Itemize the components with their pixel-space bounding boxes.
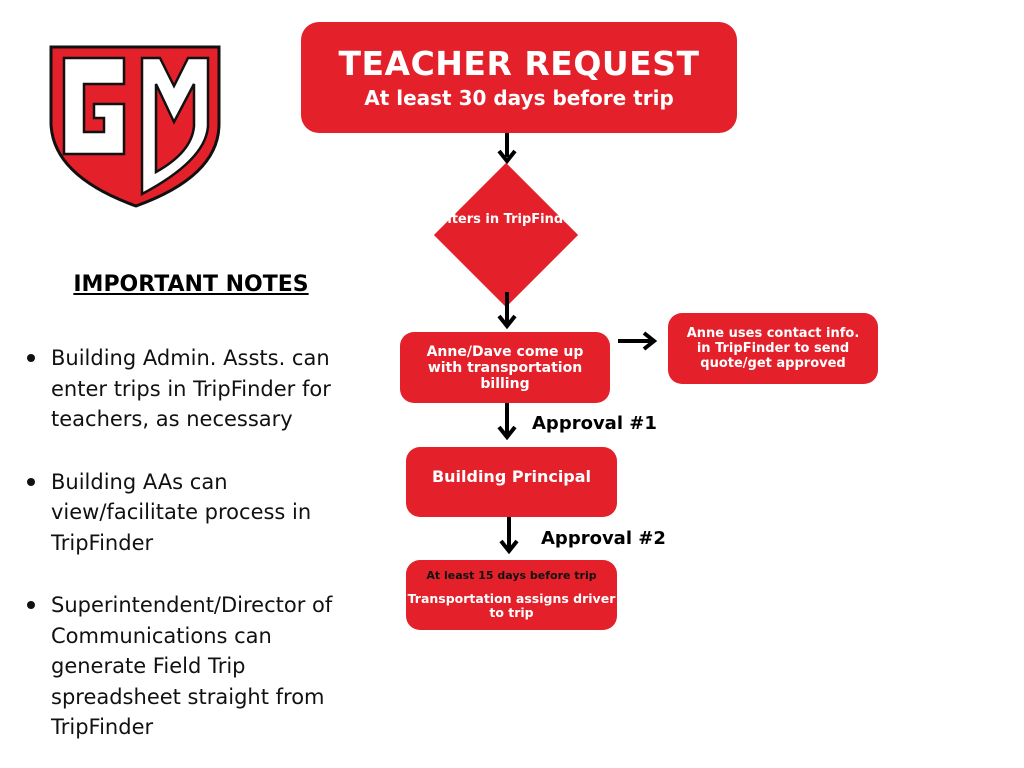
arrow-down-3	[497, 403, 517, 441]
important-notes-title: IMPORTANT NOTES	[73, 272, 309, 297]
enters-tripfinder-diamond	[433, 162, 579, 308]
arrow-down-1	[497, 133, 517, 165]
approval-2-label: Approval #2	[541, 528, 666, 549]
arrow-right	[618, 331, 658, 351]
building-principal-box: Building Principal	[406, 447, 617, 517]
teacher-request-subtitle: At least 30 days before trip	[364, 85, 674, 110]
note-item-building-aas: Building AAs can view/facilitate process…	[24, 467, 364, 559]
notes-list: Building Admin. Assts. can enter trips i…	[24, 343, 364, 743]
arrow-down-4	[499, 517, 519, 555]
anne-contact-box: Anne uses contact info. in TripFinder to…	[668, 313, 878, 384]
enters-tripfinder-label: Enters in TripFinder	[433, 212, 579, 227]
note-item-admin-assistants: Building Admin. Assts. can enter trips i…	[24, 343, 364, 435]
teacher-request-title: TEACHER REQUEST	[338, 43, 700, 83]
teacher-request-box: TEACHER REQUEST At least 30 days before …	[301, 22, 737, 133]
transportation-action: Transportation assigns driver to trip	[407, 591, 616, 620]
transportation-timing: At least 15 days before trip	[426, 569, 597, 582]
gm-shield-logo	[49, 45, 221, 208]
anne-dave-billing-box: Anne/Dave come up with transportation bi…	[400, 332, 610, 403]
anne-dave-billing-label: Anne/Dave come up with transportation bi…	[426, 343, 584, 392]
note-item-superintendent: Superintendent/Director of Communication…	[24, 590, 364, 743]
building-principal-label: Building Principal	[431, 467, 592, 486]
approval-1-label: Approval #1	[532, 413, 657, 434]
anne-contact-label: Anne uses contact info. in TripFinder to…	[686, 326, 860, 371]
arrow-down-2	[497, 292, 517, 330]
transportation-box: At least 15 days before trip Transportat…	[406, 560, 617, 630]
